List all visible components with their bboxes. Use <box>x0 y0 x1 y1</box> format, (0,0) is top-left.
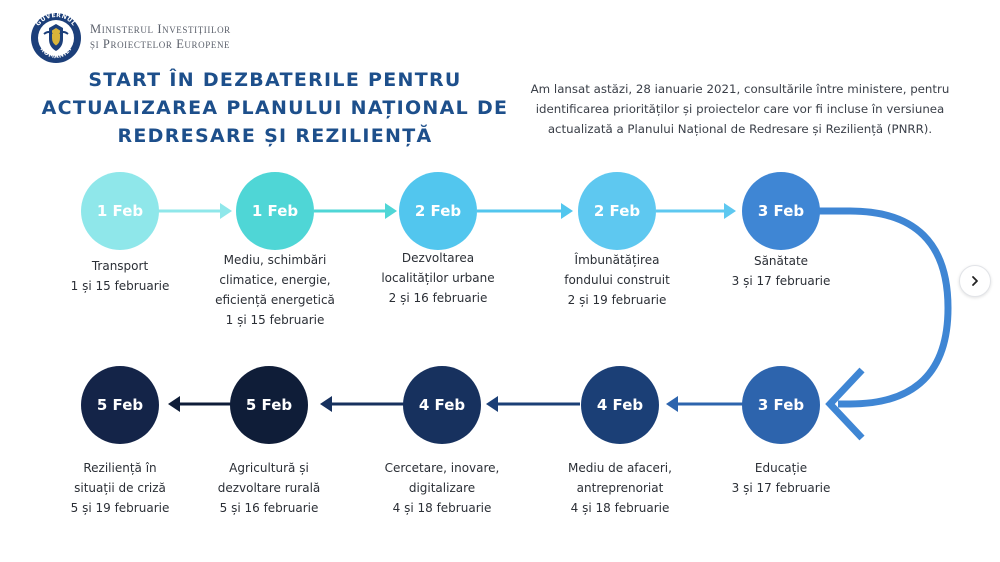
step-date: 1 Feb <box>96 202 144 220</box>
step-date: 5 Feb <box>245 396 293 414</box>
caption-line: eficiență energetică <box>215 293 335 307</box>
arrow-2-to-3 <box>314 203 397 219</box>
caption-line: 1 și 15 februarie <box>70 279 170 293</box>
caption-line: Cercetare, inovare, <box>384 461 500 475</box>
arrow-3-to-4 <box>477 203 573 219</box>
step-caption-2: Mediu, schimbări climatice, energie, efi… <box>195 250 355 330</box>
intro-line2: identificarea priorităților și proiectel… <box>535 102 945 116</box>
caption-line: fondului construit <box>564 273 670 287</box>
step-caption-4: Îmbunătățirea fondului construit 2 și 19… <box>537 250 697 310</box>
step-date: 1 Feb <box>251 202 299 220</box>
caption-line: climatice, energie, <box>219 273 331 287</box>
intro-line3: actualizată a Planului Național de Redre… <box>547 122 933 136</box>
step-date: 2 Feb <box>593 202 641 220</box>
arrow-6-to-7 <box>666 396 744 412</box>
arrow-4-to-5 <box>656 203 736 219</box>
step-date: 3 Feb <box>757 396 805 414</box>
step-circle-4: 2 Feb <box>578 172 656 250</box>
step-caption-7: Mediu de afaceri, antreprenoriat 4 și 18… <box>545 458 695 518</box>
title-line1: START ÎN DEZBATERILE PENTRU <box>88 69 462 91</box>
step-caption-3: Dezvoltarea localităților urbane 2 și 16… <box>358 248 518 308</box>
caption-line: Dezvoltarea <box>401 251 475 265</box>
step-circle-1: 1 Feb <box>81 172 159 250</box>
caption-line: dezvoltare rurală <box>217 481 321 495</box>
arrow-5-to-6-curve <box>818 207 952 441</box>
step-circle-3: 2 Feb <box>399 172 477 250</box>
chevron-right-icon <box>972 276 978 286</box>
arrow-9-to-10 <box>168 396 236 412</box>
caption-line: Mediu de afaceri, <box>568 461 672 475</box>
caption-line: situații de criză <box>74 481 166 495</box>
next-slide-button[interactable] <box>959 265 991 297</box>
caption-line: antreprenoriat <box>576 481 664 495</box>
caption-line: Transport <box>91 259 149 273</box>
step-date: 4 Feb <box>596 396 644 414</box>
intro-line1: Am lansat astăzi, 28 ianuarie 2021, cons… <box>530 82 950 96</box>
step-date: 4 Feb <box>418 396 466 414</box>
caption-line: Îmbunătățirea <box>574 253 660 267</box>
arrow-1-to-2 <box>158 203 232 219</box>
step-date: 5 Feb <box>96 396 144 414</box>
ministry-name: Ministerul Investițiilor și Proiectelor … <box>90 22 231 52</box>
step-circle-9: 5 Feb <box>230 366 308 444</box>
step-caption-6: Educație 3 și 17 februarie <box>711 458 851 498</box>
arrow-7-to-8 <box>486 396 580 412</box>
caption-line: 4 și 18 februarie <box>570 501 670 515</box>
step-circle-6: 3 Feb <box>742 366 820 444</box>
ministry-name-line1: Ministerul Investițiilor <box>90 22 231 36</box>
step-caption-10: Reziliență în situații de criză 5 și 19 … <box>45 458 195 518</box>
step-caption-9: Agricultură și dezvoltare rurală 5 și 16… <box>194 458 344 518</box>
caption-line: Agricultură și <box>229 461 309 475</box>
caption-line: 1 și 15 februarie <box>225 313 325 327</box>
step-date: 3 Feb <box>757 202 805 220</box>
step-circle-2: 1 Feb <box>236 172 314 250</box>
step-date: 2 Feb <box>414 202 462 220</box>
caption-line: 3 și 17 februarie <box>731 481 831 495</box>
step-caption-5: Sănătate 3 și 17 februarie <box>711 251 851 291</box>
caption-line: 4 și 18 februarie <box>392 501 492 515</box>
title-line3: REDRESARE ȘI REZILIENȚĂ <box>117 125 433 147</box>
caption-line: 2 și 19 februarie <box>567 293 667 307</box>
caption-line: 5 și 19 februarie <box>70 501 170 515</box>
seal-graphic: GUVERNUL ROMÂNIEI <box>31 12 81 63</box>
caption-line: Mediu, schimbări <box>223 253 327 267</box>
title-line2: ACTUALIZAREA PLANULUI NAȚIONAL DE <box>41 97 509 119</box>
page-title: START ÎN DEZBATERILE PENTRU ACTUALIZAREA… <box>40 66 510 150</box>
step-circle-5: 3 Feb <box>742 172 820 250</box>
step-circle-8: 4 Feb <box>403 366 481 444</box>
ministry-name-line2: și Proiectelor Europene <box>90 37 231 51</box>
step-circle-7: 4 Feb <box>581 366 659 444</box>
caption-line: 2 și 16 februarie <box>388 291 488 305</box>
intro-text: Am lansat astăzi, 28 ianuarie 2021, cons… <box>520 79 960 139</box>
caption-line: Reziliență în <box>83 461 157 475</box>
caption-line: Sănătate <box>753 254 809 268</box>
step-caption-8: Cercetare, inovare, digitalizare 4 și 18… <box>362 458 522 518</box>
caption-line: digitalizare <box>408 481 476 495</box>
arrow-8-to-9 <box>320 396 404 412</box>
caption-line: 3 și 17 februarie <box>731 274 831 288</box>
step-circle-10: 5 Feb <box>81 366 159 444</box>
caption-line: localităților urbane <box>381 271 495 285</box>
caption-line: 5 și 16 februarie <box>219 501 319 515</box>
government-seal-logo: GUVERNUL ROMÂNIEI <box>30 12 82 64</box>
caption-line: Educație <box>754 461 808 475</box>
step-caption-1: Transport 1 și 15 februarie <box>50 256 190 296</box>
